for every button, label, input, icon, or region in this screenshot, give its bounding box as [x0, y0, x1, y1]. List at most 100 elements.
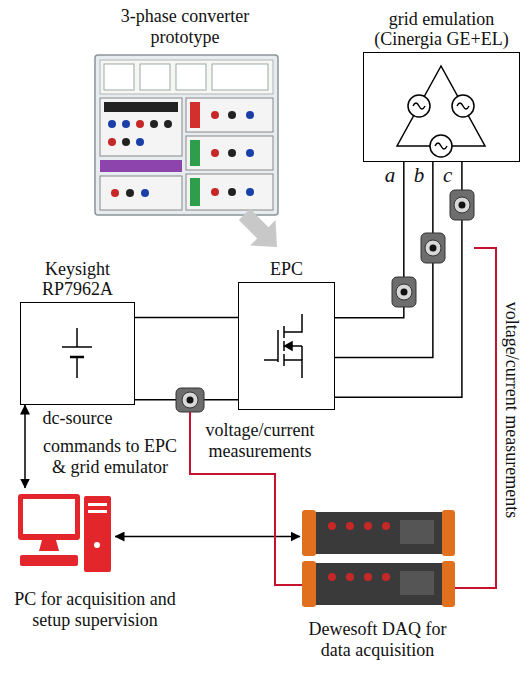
current-probe-part [425, 240, 441, 256]
mosfet-symbol-part [264, 359, 278, 361]
converter-photo-part [108, 120, 116, 128]
node-label: PC for acquisition and setup supervision [9, 589, 181, 630]
converter-photo-part [104, 64, 134, 90]
daq-icon-part [442, 510, 455, 556]
connector [135, 317, 238, 319]
text-anchor: voltage/current measurements [200, 420, 320, 461]
converter-photo-part [186, 136, 273, 170]
converter-photo-part [228, 111, 236, 119]
converter-photo-part [104, 102, 178, 112]
converter-photo-part [211, 149, 219, 157]
current-probe-part [421, 233, 445, 263]
daq-icon-part [382, 522, 390, 530]
connector [335, 162, 462, 397]
photo-caption: 3-phase converter prototype [115, 6, 255, 47]
mosfet-symbol [264, 314, 302, 378]
current-probe-part [187, 397, 194, 404]
text-anchor: PC for acquisition and setup supervision [9, 589, 181, 630]
connector [24, 405, 26, 488]
converter-box: EPC [238, 282, 335, 410]
node-label: Dewesoft DAQ for data acquisition [303, 619, 453, 660]
converter-photo-part [136, 120, 144, 128]
pc-icon-part [84, 496, 111, 572]
converter-photo-part [140, 64, 170, 90]
pc-icon-part [88, 503, 107, 506]
delta-source-symbol-part [435, 143, 447, 149]
converter-photo-part [100, 176, 182, 210]
mosfet-symbol-part [284, 360, 302, 378]
pc-icon [18, 494, 111, 572]
text-anchor: grid emulation (Cinergia GE+EL) [367, 9, 517, 50]
gray-arrow-part [232, 202, 290, 260]
converter-photo-part [100, 98, 182, 156]
daq-icon-part [308, 512, 450, 554]
converter-photo-part [100, 60, 273, 94]
converter-photo-part [190, 102, 200, 128]
grid-emulator-box: grid emulation (Cinergia GE+EL) [363, 52, 520, 162]
daq-icon-part [328, 573, 336, 581]
pc-node: PC for acquisition and setup supervision [15, 488, 115, 585]
text-anchor: voltage/current measurements [502, 302, 523, 518]
converter-photo-part [164, 120, 172, 128]
battery-symbol-part [76, 328, 78, 347]
connector [335, 162, 433, 358]
converter-photo-part [150, 120, 158, 128]
converter-photo-part [122, 120, 130, 128]
daq-icon-part [364, 573, 372, 581]
converter-photo-part [246, 149, 254, 157]
converter-photo-part [246, 188, 254, 196]
node-label: dc-source [13, 408, 143, 429]
current-probe-part [430, 245, 437, 252]
daq-icon [302, 510, 455, 607]
text-anchor: b [414, 163, 425, 187]
daq-icon-part [328, 522, 336, 530]
delta-source-symbol-part [408, 95, 430, 117]
daq-icon-part [400, 571, 434, 595]
daq-icon-part [364, 522, 372, 530]
pc-icon-part [20, 555, 78, 566]
pc-icon-part [94, 542, 100, 548]
daq-icon-part [302, 561, 316, 607]
phase-label: c [443, 163, 452, 187]
battery-symbol-part [62, 346, 92, 348]
converter-photo-part [111, 189, 119, 197]
measurement-label: voltage/current measurements [502, 302, 523, 518]
converter-photo-part [190, 140, 200, 166]
battery-symbol-part [76, 357, 78, 378]
converter-photo-part [176, 64, 206, 90]
converter-photo-part [186, 98, 273, 132]
mosfet-symbol-part [284, 314, 302, 332]
converter-photo-part [228, 149, 236, 157]
current-probe-part [459, 202, 466, 209]
daq-icon-part [302, 510, 316, 556]
converter-photo-part [141, 189, 149, 197]
battery-symbol [62, 328, 92, 378]
daq-node: Dewesoft DAQ for data acquisition [300, 505, 455, 615]
measurement-wire [190, 248, 496, 588]
current-probe-part [396, 284, 412, 300]
current-probe-part [176, 388, 204, 412]
current-probe-part [401, 289, 408, 296]
converter-photo-part [108, 138, 116, 146]
text-anchor: a [385, 163, 396, 187]
converter-photo-part [122, 138, 130, 146]
current-probe-part [392, 277, 416, 307]
pc-icon-part [39, 540, 59, 551]
delta-source-symbol [397, 66, 485, 157]
converter-photo-part [246, 111, 254, 119]
text-anchor: Keysight RP7962A [20, 259, 135, 300]
daq-icon-part [308, 563, 450, 605]
daq-icon-part [346, 522, 354, 530]
phase-label: a [385, 163, 396, 187]
text-anchor: commands to EPC & grid emulator [35, 436, 185, 477]
converter-photo-part [186, 174, 273, 210]
converter-photo-part [211, 111, 219, 119]
current-probe-part [450, 190, 474, 220]
phase-label: b [414, 163, 425, 187]
pc-icon-part [88, 510, 107, 513]
daq-icon-part [382, 573, 390, 581]
